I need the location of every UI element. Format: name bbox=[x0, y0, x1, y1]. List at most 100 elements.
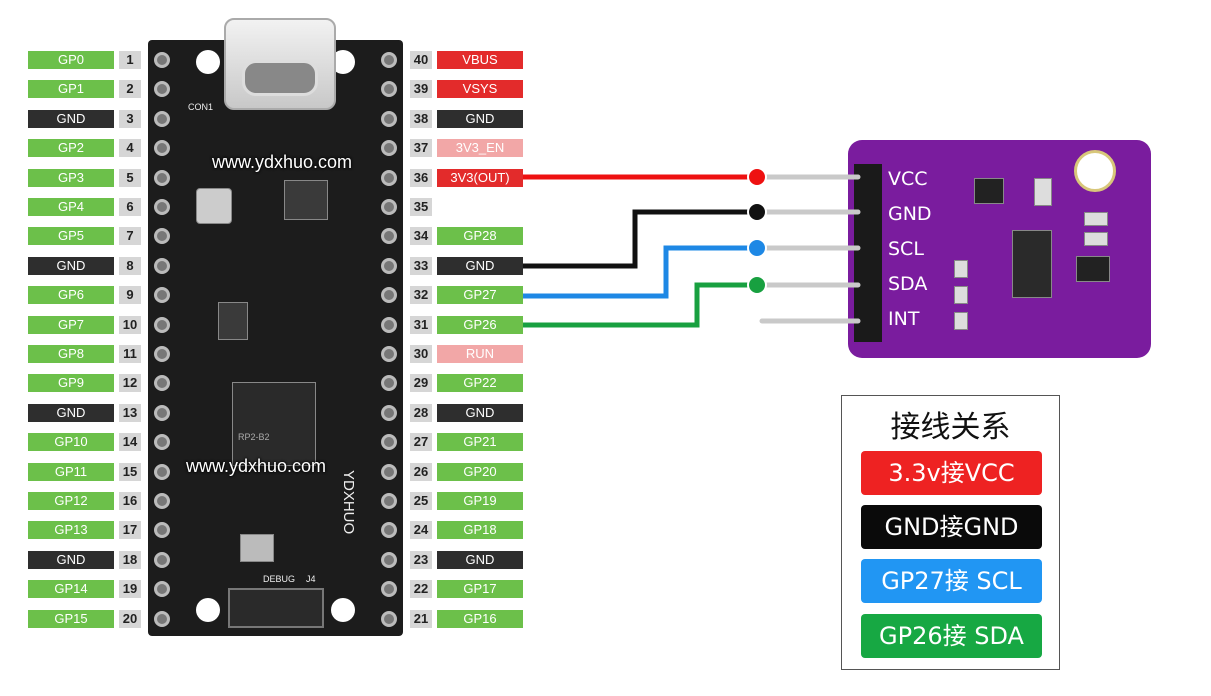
sensor-mosfet bbox=[1076, 256, 1110, 282]
chip-label: RP2-B2 bbox=[238, 432, 270, 442]
pin-hole bbox=[154, 110, 170, 127]
left-pin-number: 15 bbox=[119, 462, 141, 481]
sensor-pin-int: INT bbox=[888, 308, 920, 330]
pin-hole bbox=[381, 346, 397, 362]
left-pin-number: 16 bbox=[119, 492, 141, 510]
pin-hole bbox=[154, 434, 170, 451]
pin-hole bbox=[381, 110, 397, 127]
left-pin-label: GND bbox=[28, 550, 114, 569]
right-pin-label: GP17 bbox=[437, 580, 523, 599]
wire-scl bbox=[523, 245, 757, 299]
pin-hole bbox=[154, 493, 170, 509]
pin-hole bbox=[154, 287, 170, 304]
pin-hole bbox=[154, 581, 170, 598]
sensor-regulator bbox=[974, 178, 1004, 204]
right-pin-label: GP21 bbox=[437, 433, 523, 452]
wire-gnd bbox=[523, 209, 757, 269]
pico-board: CON1 RP2-B2 YDXHUO DEBUG J4 bbox=[148, 40, 403, 636]
wire-end-scl bbox=[747, 238, 767, 258]
right-pin-label: GND bbox=[437, 256, 523, 275]
left-pin-number: 14 bbox=[119, 433, 141, 452]
left-pin-label: GP8 bbox=[28, 345, 114, 363]
left-pin-label: GP4 bbox=[28, 198, 114, 216]
pin-hole bbox=[381, 287, 397, 304]
legend-title: 接线关系 bbox=[890, 410, 1011, 445]
pin-hole bbox=[154, 463, 170, 480]
right-pin-number: 28 bbox=[410, 403, 432, 422]
pin-hole bbox=[381, 228, 397, 245]
pin-hole bbox=[381, 610, 397, 627]
left-pin-label: GP11 bbox=[28, 462, 114, 481]
sensor-resistor bbox=[1084, 232, 1108, 246]
right-pin-number: 29 bbox=[410, 374, 432, 393]
sensor-pin-vcc: VCC bbox=[888, 168, 928, 190]
left-pin-label: GP6 bbox=[28, 286, 114, 305]
brand-label: YDXHUO bbox=[340, 470, 357, 535]
left-pin-number: 6 bbox=[119, 198, 141, 216]
right-pin-number: 35 bbox=[410, 198, 432, 216]
sensor-resistor bbox=[1084, 212, 1108, 226]
pin-hole bbox=[154, 140, 170, 157]
left-pin-number: 19 bbox=[119, 580, 141, 599]
pin-hole bbox=[154, 610, 170, 627]
sensor-resistor bbox=[954, 260, 968, 278]
right-pin-number: 34 bbox=[410, 227, 432, 246]
right-pin-label: GND bbox=[437, 403, 523, 422]
sensor-pin-sda: SDA bbox=[888, 273, 928, 295]
left-pin-number: 3 bbox=[119, 109, 141, 128]
right-pin-number: 31 bbox=[410, 315, 432, 334]
pin-hole bbox=[154, 169, 170, 186]
right-pin-number: 38 bbox=[410, 109, 432, 128]
right-pin-label: GP28 bbox=[437, 227, 523, 246]
left-pin-number: 18 bbox=[119, 550, 141, 569]
left-pin-label: GP1 bbox=[28, 80, 114, 99]
left-pin-number: 8 bbox=[119, 256, 141, 275]
wire-end-gnd bbox=[747, 202, 767, 222]
sensor-chip bbox=[1012, 230, 1052, 298]
left-pin-number: 20 bbox=[119, 609, 141, 628]
pin-hole bbox=[154, 316, 170, 333]
pin-hole bbox=[381, 551, 397, 568]
sensor-resistor bbox=[954, 286, 968, 304]
right-pin-number: 37 bbox=[410, 139, 432, 158]
left-pin-number: 10 bbox=[119, 315, 141, 334]
right-pin-label: GP26 bbox=[437, 315, 523, 334]
sensor-resistor bbox=[1034, 178, 1052, 206]
left-pin-label: GP5 bbox=[28, 227, 114, 246]
regulator-u2 bbox=[284, 180, 328, 220]
mounting-hole bbox=[331, 598, 355, 622]
right-pin-number: 22 bbox=[410, 580, 432, 599]
left-pin-number: 9 bbox=[119, 286, 141, 305]
left-pin-label: GP12 bbox=[28, 492, 114, 510]
right-pin-number: 21 bbox=[410, 609, 432, 628]
left-pin-label: GP14 bbox=[28, 580, 114, 599]
left-pin-number: 7 bbox=[119, 227, 141, 246]
button-s1 bbox=[196, 188, 232, 224]
right-pin-label bbox=[437, 198, 523, 216]
left-pin-label: GP7 bbox=[28, 315, 114, 334]
pin-hole bbox=[154, 551, 170, 568]
right-pin-number: 36 bbox=[410, 168, 432, 187]
pin-hole bbox=[154, 52, 170, 68]
right-pin-label: GP16 bbox=[437, 609, 523, 628]
pin-hole bbox=[154, 81, 170, 98]
pin-hole bbox=[381, 522, 397, 539]
pin-hole bbox=[381, 375, 397, 392]
right-pin-label: GP20 bbox=[437, 462, 523, 481]
pin-hole bbox=[381, 581, 397, 598]
usb-c-connector bbox=[224, 18, 336, 110]
left-pin-label: GP15 bbox=[28, 609, 114, 628]
sensor-mounting-hole bbox=[1074, 150, 1116, 192]
right-pin-number: 30 bbox=[410, 345, 432, 363]
pin-hole bbox=[381, 52, 397, 68]
pin-hole bbox=[381, 257, 397, 274]
legend-item-gnd: GND接GND bbox=[861, 505, 1042, 549]
pin-hole bbox=[381, 316, 397, 333]
debug-ref: J4 bbox=[306, 574, 316, 584]
left-pin-number: 5 bbox=[119, 168, 141, 187]
mounting-hole bbox=[196, 50, 220, 74]
pin-hole bbox=[154, 257, 170, 274]
left-pin-label: GND bbox=[28, 403, 114, 422]
right-pin-label: VSYS bbox=[437, 80, 523, 99]
right-pin-number: 25 bbox=[410, 492, 432, 510]
